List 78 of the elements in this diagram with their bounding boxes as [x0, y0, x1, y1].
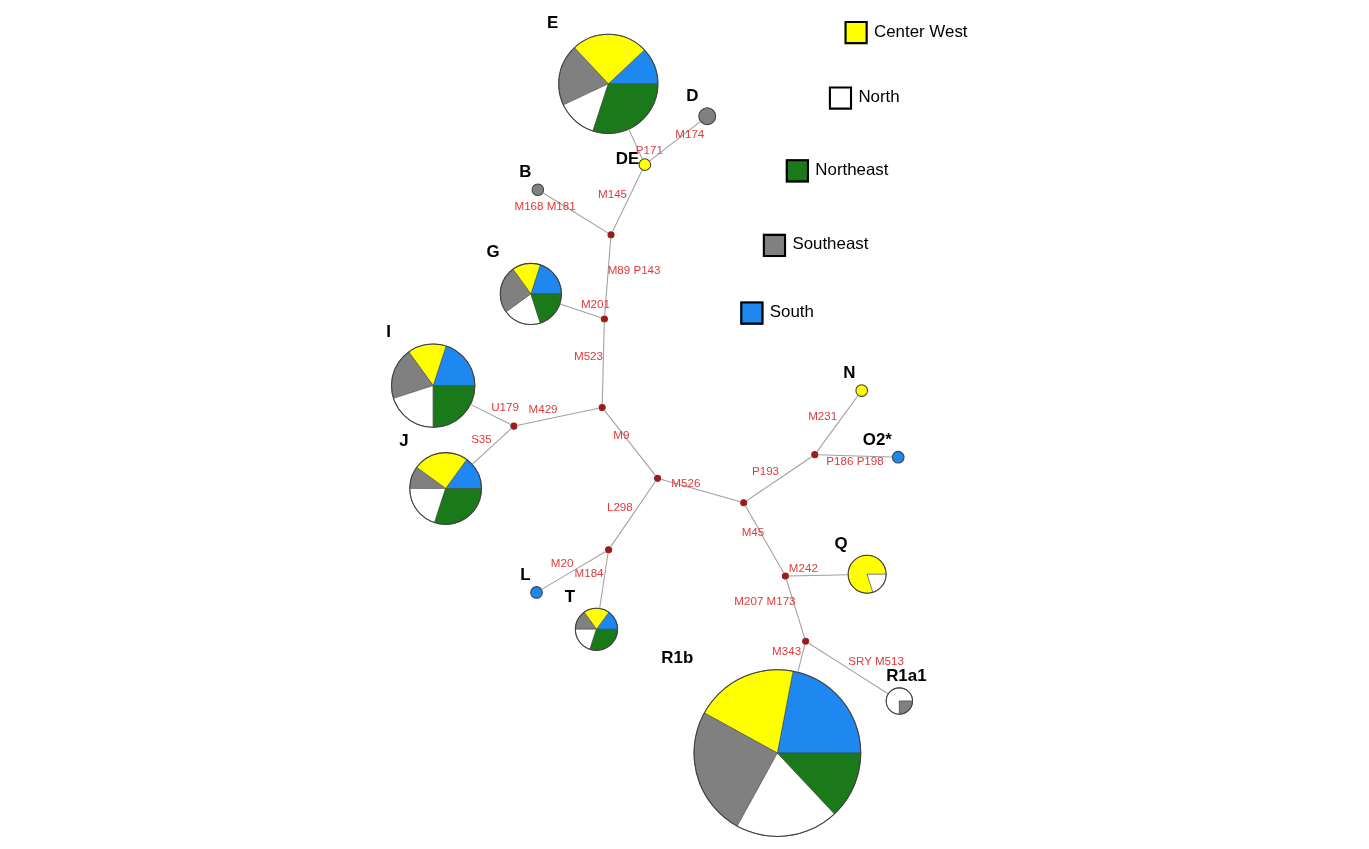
connector [601, 321, 605, 405]
edge-label: M89 P143 [607, 262, 660, 276]
edge-label: S35 [470, 431, 492, 445]
legend-label: Southeast [791, 234, 868, 254]
node-circle [531, 183, 544, 197]
node-dot [509, 422, 517, 430]
node-circle [638, 158, 651, 171]
node-dot [606, 231, 615, 239]
node-label: D [685, 86, 698, 106]
connector [515, 407, 599, 427]
edge-label: M184 [574, 566, 604, 580]
connector [542, 192, 609, 234]
node-label: R1a1 [885, 666, 927, 686]
node-label: O2* [862, 429, 892, 449]
edge-label: M523 [573, 348, 603, 362]
node-circle [854, 384, 868, 397]
node-label: E [546, 12, 558, 32]
connector [659, 478, 741, 503]
edge-label: M9 [612, 428, 629, 442]
edge-label: M145 [597, 186, 627, 200]
node-dot [781, 572, 789, 580]
node-label: T [564, 586, 575, 606]
legend-label: Northeast [814, 159, 889, 179]
node-label: R1b [660, 648, 693, 668]
node-label: N [842, 363, 855, 383]
node-dot [600, 315, 608, 323]
node-label: J [398, 431, 409, 451]
legend-label: North [857, 87, 900, 107]
edge-label: M429 [528, 402, 558, 416]
edge-label: M231 [807, 409, 837, 423]
node-circle [891, 450, 905, 464]
connector [540, 550, 606, 590]
node-dot [653, 474, 661, 482]
edge-label: P186 P198 [825, 454, 884, 468]
legend-label: South [769, 302, 814, 322]
node-label: I [385, 322, 391, 342]
connector [648, 121, 701, 162]
connector [796, 643, 805, 673]
connector [816, 454, 893, 458]
connector [598, 552, 609, 609]
edge-label: M168 M181 [513, 198, 576, 212]
edge-label: M242 [788, 560, 818, 574]
node-label: L [519, 565, 530, 585]
connector [603, 409, 656, 477]
node-dot [801, 637, 809, 645]
connector [744, 505, 784, 574]
legend-label: Center West [873, 21, 968, 41]
connector [471, 427, 512, 465]
edge-label: P193 [751, 464, 779, 478]
connector [611, 169, 643, 233]
node-dot [810, 451, 818, 459]
node-label: G [486, 241, 500, 261]
connector [787, 574, 848, 577]
edge-label: M174 [674, 126, 704, 140]
edge-label: SRY M513 [847, 654, 904, 668]
connector [603, 237, 611, 317]
connector [559, 303, 602, 319]
edge-label: L298 [606, 499, 633, 513]
edge-label: M526 [670, 476, 700, 490]
node-label: Q [833, 533, 848, 553]
edge-label: M201 [580, 296, 610, 310]
connector [469, 403, 511, 426]
node-dot [598, 403, 606, 412]
edge-label: M20 [550, 556, 573, 570]
connector [609, 480, 656, 548]
node-dot [604, 546, 612, 554]
connector [815, 395, 859, 453]
node-circle [697, 107, 716, 126]
edge-label: M207 M173 [733, 594, 796, 608]
node-dot [739, 499, 747, 507]
connector [627, 128, 643, 160]
edge-label: M45 [741, 525, 764, 539]
connector [785, 578, 805, 639]
edge-label: M343 [771, 643, 801, 657]
connector [745, 456, 813, 502]
edge-label: U179 [490, 400, 519, 414]
node-circle [529, 586, 543, 599]
node-label: B [518, 162, 532, 182]
